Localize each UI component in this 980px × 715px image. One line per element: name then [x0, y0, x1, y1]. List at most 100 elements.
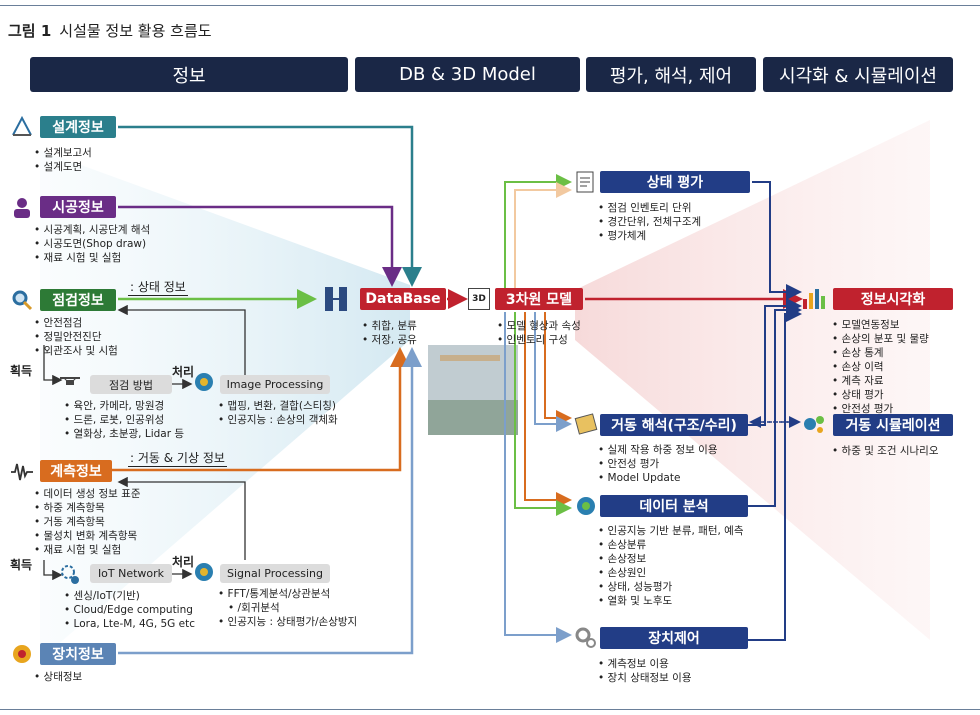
list-item: 하중 계측항목	[34, 501, 140, 515]
signal-processing-list: FFT/통계분석/상관분석 /회귀분석 인공지능 : 상태평가/손상방지	[218, 587, 358, 629]
list-item: 인공지능 : 손상의 객체화	[218, 413, 338, 427]
list-item: 맵핑, 변환, 결합(스티칭)	[218, 399, 338, 413]
condition-eval-list: 점검 인벤토리 단위 경간단위, 전체구조계 평가체계	[598, 201, 702, 243]
device-control-list: 계측정보 이용 장치 상태정보 이용	[598, 657, 692, 685]
info-visualization-list: 모델연동정보 손상의 분포 및 물량 손상 통계 손상 이력 계측 자료 상태 …	[832, 318, 929, 416]
list-item: FFT/통계분석/상관분석	[218, 587, 357, 601]
list-item: 설계도면	[34, 160, 92, 174]
list-item: 인공지능 기반 분류, 패턴, 예측	[598, 524, 744, 538]
inspection-info-list: 안전점검 정밀안전진단 외관조사 및 시험	[34, 316, 118, 358]
iot-sensor-icon	[56, 560, 84, 588]
inspection-method-list: 육안, 카메라, 망원경 드론, 로봇, 인공위성 열화상, 초분광, Lida…	[64, 399, 185, 441]
behavior-analysis-list: 실제 작용 하중 정보 이용 안전성 평가 Model Update	[598, 443, 718, 485]
list-item: 취합, 분류	[362, 319, 417, 333]
list-item: 드론, 로봇, 인공위성	[64, 413, 184, 427]
3d-model-list: 모델 형상과 속성 인벤토리 구성	[497, 319, 581, 347]
info-visualization-label: 정보시각화	[833, 288, 953, 310]
list-item: 거동 계측항목	[34, 515, 140, 529]
list-item-text: /회귀분석	[237, 602, 280, 614]
list-item: 손상의 분포 및 물량	[832, 332, 929, 346]
figure-caption: 그림 1 시설물 정보 활용 흐름도	[8, 20, 212, 41]
behavior-simulation-label: 거동 시뮬레이션	[833, 414, 953, 436]
device-info-list: 상태정보	[34, 670, 83, 684]
list-item: 인벤토리 구성	[497, 333, 581, 347]
list-item: 저장, 공유	[362, 333, 417, 347]
condition-eval-label: 상태 평가	[600, 171, 750, 193]
list-item: Model Update	[598, 471, 717, 485]
list-item: 계측 자료	[832, 374, 929, 388]
design-info-label: 설계정보	[40, 116, 116, 138]
processing-gear-icon	[190, 558, 218, 586]
figure-number: 그림 1	[8, 22, 52, 40]
list-item: 장치 상태정보 이용	[598, 671, 692, 685]
list-item: 데이터 생성 정보 표준	[34, 487, 141, 501]
list-item: 물성치 변화 계측항목	[34, 529, 140, 543]
control-gears-icon	[572, 624, 600, 652]
iot-network-pill: IoT Network	[90, 564, 172, 583]
list-item: 상태정보	[34, 670, 83, 684]
list-item: 안전성 평가	[598, 457, 717, 471]
list-item: 손상분류	[598, 538, 743, 552]
list-item: 하중 및 조건 시나리오	[832, 444, 939, 458]
measurement-info-list: 데이터 생성 정보 표준 하중 계측항목 거동 계측항목 물성치 변화 계측항목…	[34, 487, 141, 557]
data-analysis-list: 인공지능 기반 분류, 패턴, 예측 손상분류 손상정보 손상원인 상태, 성능…	[598, 524, 744, 608]
behavior-analysis-label: 거동 해석(구조/수리)	[600, 414, 748, 436]
list-item: 상태 평가	[832, 388, 929, 402]
data-analysis-icon	[572, 492, 600, 520]
list-item: 점검 인벤토리 단위	[598, 201, 701, 215]
list-item: 경간단위, 전체구조계	[598, 215, 702, 229]
construction-info-label: 시공정보	[40, 196, 116, 218]
column-header-db-3d: DB & 3D Model	[355, 57, 580, 92]
list-item: 손상정보	[598, 552, 743, 566]
column-header-info: 정보	[30, 57, 348, 92]
list-item: 정밀안전진단	[34, 330, 118, 344]
list-item: 열화상, 초분광, Lidar 등	[64, 427, 185, 441]
list-item: 재료 시험 및 실험	[34, 251, 150, 265]
worker-icon	[8, 194, 36, 222]
3d-icon-text: 3D	[472, 294, 486, 304]
iot-network-list: 센싱/IoT(기반) Cloud/Edge computing Lora, Lt…	[64, 589, 195, 631]
inspection-info-label: 점검정보	[40, 289, 116, 311]
device-control-label: 장치제어	[600, 627, 748, 649]
list-item: 상태, 성능평가	[598, 580, 743, 594]
waveform-icon	[8, 458, 36, 486]
processing-gear-icon	[190, 368, 218, 396]
document-icon	[572, 168, 600, 196]
list-item: 손상 통계	[832, 346, 929, 360]
list-item: 손상 이력	[832, 360, 929, 374]
list-item: 실제 작용 하중 정보 이용	[598, 443, 718, 457]
simulation-gears-icon	[800, 410, 828, 438]
figure-title: 시설물 정보 활용 흐름도	[59, 22, 212, 40]
bottom-rule	[0, 709, 980, 710]
list-item: 안전성 평가	[832, 402, 929, 416]
behavior-info-flow-label: : 거동 & 기상 정보	[128, 451, 227, 467]
inspection-acquire-label: 획득	[10, 364, 33, 378]
state-info-flow-label: : 상태 정보	[128, 280, 188, 296]
image-processing-pill: Image Processing	[220, 375, 330, 394]
list-item: 모델 형상과 속성	[497, 319, 581, 333]
inspection-process-label: 처리	[172, 365, 195, 379]
list-item: 육안, 카메라, 망원경	[64, 399, 184, 413]
3d-model-label: 3차원 모델	[495, 288, 583, 310]
list-item: 인공지능 : 상태평가/손상방지	[218, 615, 358, 629]
top-rule	[0, 5, 980, 6]
list-item: 안전점검	[34, 316, 118, 330]
database-label: DataBase	[360, 288, 446, 310]
list-item: Cloud/Edge computing	[64, 603, 195, 617]
inspection-method-pill: 점검 방법	[90, 375, 172, 394]
list-item: Lora, Lte-M, 4G, 5G etc	[64, 617, 195, 631]
list-item: 외관조사 및 시험	[34, 344, 118, 358]
list-item: 계측정보 이용	[598, 657, 692, 671]
measurement-info-label: 계측정보	[40, 460, 112, 482]
device-info-label: 장치정보	[40, 643, 116, 665]
database-icon	[322, 285, 350, 313]
list-item: 센싱/IoT(기반)	[64, 589, 195, 603]
column-header-eval: 평가, 해석, 제어	[586, 57, 756, 92]
chart-visualization-icon	[800, 284, 828, 312]
list-item: 열화 및 노후도	[598, 594, 743, 608]
3d-cube-icon: 3D	[468, 288, 490, 310]
list-item: 시공계획, 시공단계 해석	[34, 223, 151, 237]
structure-analysis-icon	[572, 410, 600, 438]
list-item: 시공도면(Shop draw)	[34, 237, 150, 251]
